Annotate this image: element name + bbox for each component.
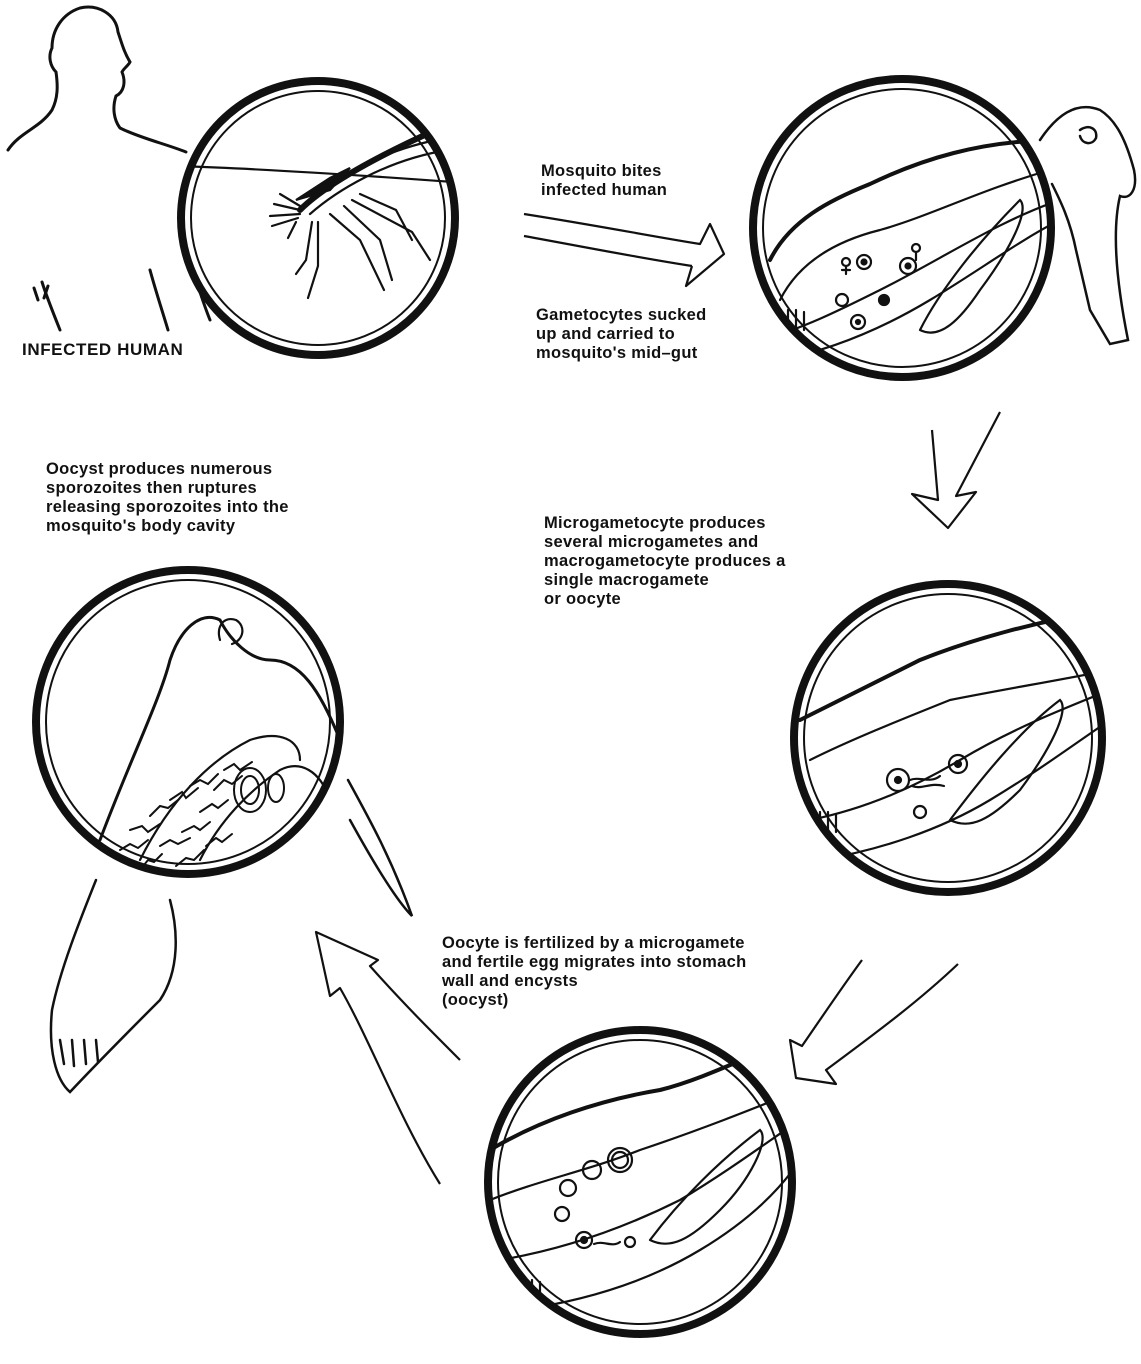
- mosquito-bite-circle: [176, 81, 480, 355]
- step-caption-gametocytes: Gametocytes sucked up and carried to mos…: [536, 306, 706, 363]
- oocyst-formation-circle: [488, 1030, 800, 1334]
- arrow-human-to-midgut: [524, 214, 724, 286]
- caption-line: mosquito's mid–gut: [536, 344, 706, 363]
- sporozoite-release-circle: [36, 570, 412, 1092]
- caption-line: single macrogamete: [544, 571, 786, 590]
- caption-line: or oocyte: [544, 590, 786, 609]
- infected-human-silhouette: [8, 7, 210, 330]
- caption-line: macrogametocyte produces a: [544, 552, 786, 571]
- midgut-gametocytes-circle: [753, 79, 1135, 377]
- caption-line: up and carried to: [536, 325, 706, 344]
- step-caption-gamete-formation: Microgametocyte produces several microga…: [544, 514, 786, 609]
- caption-line: and fertile egg migrates into stomach: [442, 953, 747, 972]
- caption-line: mosquito's body cavity: [46, 517, 289, 536]
- caption-line: Mosquito bites: [541, 162, 667, 181]
- caption-line: Oocyte is fertilized by a microgamete: [442, 934, 747, 953]
- arrow-gametes-to-oocyst: [790, 960, 958, 1084]
- step-caption-bite: Mosquito bites infected human: [541, 162, 667, 200]
- mosquito-icon: [270, 128, 448, 298]
- caption-line: sporozoites then ruptures: [46, 479, 289, 498]
- infected-human-label: INFECTED HUMAN: [22, 340, 183, 360]
- caption-line: (oocyst): [442, 991, 747, 1010]
- step-caption-sporozoites: Oocyst produces numerous sporozoites the…: [46, 460, 289, 536]
- caption-line: infected human: [541, 181, 667, 200]
- caption-line: Gametocytes sucked: [536, 306, 706, 325]
- caption-line: Oocyst produces numerous: [46, 460, 289, 479]
- caption-line: Microgametocyte produces: [544, 514, 786, 533]
- arrow-midgut-to-gametes: [912, 412, 1000, 528]
- caption-line: releasing sporozoites into the: [46, 498, 289, 517]
- gamete-formation-circle: [794, 584, 1110, 892]
- step-caption-fertilization: Oocyte is fertilized by a microgamete an…: [442, 934, 747, 1010]
- caption-line: several microgametes and: [544, 533, 786, 552]
- caption-line: wall and encysts: [442, 972, 747, 991]
- arrow-oocyst-to-sporozoites: [316, 932, 460, 1184]
